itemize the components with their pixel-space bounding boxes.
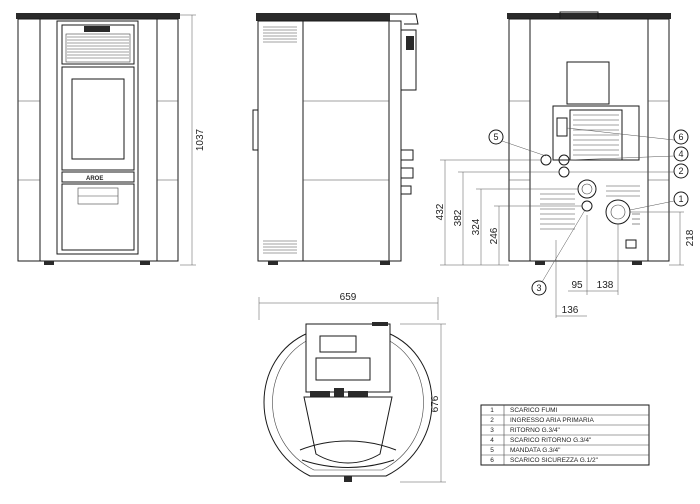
rear-fan-grille [573, 114, 619, 156]
front-grille [65, 33, 131, 63]
svg-text:1: 1 [678, 194, 683, 204]
svg-text:4: 4 [490, 437, 494, 444]
connection-5 [540, 154, 552, 166]
callout-1: 1 [629, 191, 689, 211]
depth-dimension: 676 [400, 323, 446, 483]
w136-label: 136 [562, 305, 579, 316]
svg-text:5: 5 [490, 447, 494, 454]
svg-text:SCARICO RITORNO G.3/4": SCARICO RITORNO G.3/4" [510, 437, 592, 444]
connection-3 [581, 200, 593, 212]
height-label: 1037 [195, 128, 206, 151]
svg-text:3: 3 [490, 427, 494, 434]
air-intake [605, 199, 631, 225]
legend-row: 5 MANDATA G.3/4" [490, 447, 561, 454]
callout-4: 4 [568, 146, 689, 162]
svg-text:MANDATA G.3/4": MANDATA G.3/4" [510, 447, 561, 454]
legend-table: 1 SCARICO FUMI 2 INGRESSO ARIA PRIMARIA … [480, 404, 650, 466]
height-dimension: 1037 [180, 14, 206, 266]
legend-row: 4 SCARICO RITORNO G.3/4" [490, 437, 592, 444]
depth-label: 676 [430, 395, 441, 412]
w138-label: 138 [597, 280, 614, 291]
top-view: 659 676 [258, 292, 446, 483]
connection-heights: 432 382 324 246 [435, 159, 582, 266]
side-bottom-vents [263, 240, 297, 254]
svg-text:1: 1 [490, 407, 494, 414]
legend-row: 3 RITORNO G.3/4" [490, 427, 560, 434]
svg-text:SCARICO FUMI: SCARICO FUMI [510, 407, 558, 414]
door-glass [71, 78, 125, 160]
svg-text:2: 2 [490, 417, 494, 424]
svg-text:3: 3 [536, 283, 541, 293]
h432-label: 432 [435, 203, 446, 220]
legend-row: 6 SCARICO SICUREZZA G.1/2" [490, 457, 598, 464]
h246-label: 246 [489, 227, 500, 244]
h382-label: 382 [453, 209, 464, 226]
width-dimension: 659 [258, 292, 439, 320]
brand-logo: AROE [86, 176, 103, 182]
legend-row: 2 INGRESSO ARIA PRIMARIA [490, 417, 594, 424]
front-view: AROE 1037 [16, 13, 206, 266]
width-label: 659 [340, 292, 357, 303]
svg-text:2: 2 [678, 166, 683, 176]
rear-view: 5 6 4 2 1 3 [435, 11, 696, 318]
svg-text:6: 6 [678, 132, 683, 142]
svg-text:RITORNO G.3/4": RITORNO G.3/4" [510, 427, 561, 434]
svg-text:5: 5 [493, 132, 498, 142]
flue-outlet [577, 179, 597, 199]
legend-row: 1 SCARICO FUMI [490, 407, 557, 414]
svg-text:6: 6 [490, 457, 494, 464]
h324-label: 324 [471, 218, 482, 235]
side-top-vents [263, 26, 297, 43]
svg-text:4: 4 [678, 149, 683, 159]
callout-6: 6 [566, 127, 689, 145]
connection-2 [558, 166, 570, 178]
callout-2: 2 [569, 163, 689, 179]
side-view [252, 13, 419, 265]
door [61, 66, 135, 171]
callout-5: 5 [488, 129, 547, 157]
callout-3: 3 [531, 209, 586, 296]
h218-dimension: 218 [630, 211, 696, 266]
svg-text:INGRESSO ARIA PRIMARIA: INGRESSO ARIA PRIMARIA [510, 417, 594, 424]
width-offsets: 95 138 136 [555, 215, 619, 318]
svg-text:SCARICO SICUREZZA G.1/2": SCARICO SICUREZZA G.1/2" [510, 457, 599, 464]
rear-bottom-vents [540, 185, 640, 230]
h218-label: 218 [685, 229, 696, 246]
w95-label: 95 [571, 280, 583, 291]
